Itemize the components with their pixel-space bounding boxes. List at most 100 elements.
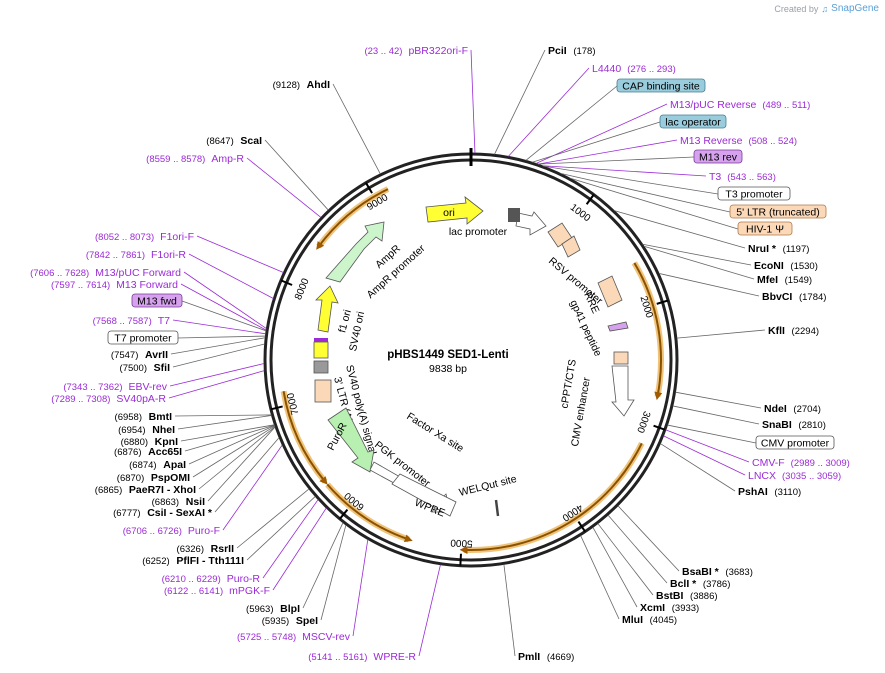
sv40-polya-feature[interactable] xyxy=(313,360,329,374)
feature-label[interactable]: BbvCI (1784) xyxy=(762,291,826,303)
feature-label[interactable]: (6880) KpnI xyxy=(121,436,179,448)
feature-label[interactable]: (7597 .. 7614)M13 Forward xyxy=(51,279,178,291)
wpre-feature[interactable] xyxy=(391,473,457,517)
feature-box[interactable] xyxy=(616,78,706,93)
tick-line xyxy=(365,182,373,194)
orf-arc[interactable] xyxy=(326,483,413,543)
feature-label[interactable]: (7842 .. 7861)F1ori-R xyxy=(86,249,187,261)
feature-box-label: CMV promoter xyxy=(761,438,830,450)
feature-label[interactable]: (7500) SfiI xyxy=(120,362,171,374)
feature-label[interactable]: EcoNI (1530) xyxy=(754,260,818,272)
plasmid-length: 9838 bp xyxy=(429,363,467,375)
feature-label[interactable]: M13/pUC Reverse(489 .. 511) xyxy=(670,99,810,111)
feature-label[interactable]: (5963) BlpI xyxy=(246,603,300,615)
feature-label[interactable]: NruI * (1197) xyxy=(748,243,809,255)
feature-label[interactable]: (7568 .. 7587)T7 xyxy=(93,315,171,327)
gp41-feature[interactable] xyxy=(607,321,629,332)
feature-label[interactable]: (6874) ApaI xyxy=(129,459,186,471)
feature-label[interactable]: PshAI (3110) xyxy=(738,486,801,498)
feature-label[interactable]: (5141 .. 5161)WPRE-R xyxy=(308,651,416,663)
feature-label[interactable]: (6870) PspOMI xyxy=(117,472,190,484)
feature-label[interactable]: SnaBI (2810) xyxy=(762,419,826,431)
hiv-psi-feature[interactable] xyxy=(561,235,581,258)
rre-feature[interactable] xyxy=(597,275,623,308)
feature-label[interactable]: MfeI (1549) xyxy=(757,274,812,286)
feature-box[interactable] xyxy=(131,293,183,308)
feature-box[interactable] xyxy=(755,435,835,450)
feature-label[interactable]: PmlI (4669) xyxy=(518,651,574,663)
tick-line xyxy=(339,508,349,520)
feature-box[interactable] xyxy=(729,204,827,219)
lac-promoter-feature[interactable] xyxy=(515,211,547,236)
leader-line xyxy=(580,535,620,620)
feature-label[interactable]: MluI (4045) xyxy=(622,614,677,626)
credit-brand: SnapGene xyxy=(831,3,879,14)
feature-label[interactable]: (8052 .. 8073)F1ori-F xyxy=(95,231,194,243)
feature-box[interactable] xyxy=(107,330,179,345)
ampr-feature[interactable] xyxy=(325,221,385,283)
feature-label[interactable]: NdeI (2704) xyxy=(764,403,821,415)
orf-arc[interactable] xyxy=(633,262,663,401)
tick-line xyxy=(459,553,462,566)
feature-box[interactable] xyxy=(693,149,743,164)
feature-label[interactable]: (6252) PflFI - Tth111I xyxy=(142,555,244,567)
feature-label[interactable]: (6777) CsiI - SexAI * xyxy=(113,507,213,519)
f1-ori-label: f1 ori xyxy=(336,308,354,334)
feature-label[interactable]: CMV-F(2989 .. 3009) xyxy=(752,457,850,469)
feature-label[interactable]: LNCX(3035 .. 3059) xyxy=(748,470,841,482)
leader-line xyxy=(569,177,739,230)
feature-label[interactable]: (5935) SpeI xyxy=(262,615,318,627)
credit-prefix: Created by xyxy=(774,3,819,14)
feature-label[interactable]: BsaBI * (3683) xyxy=(682,566,753,578)
feature-label[interactable]: BclI * (3786) xyxy=(670,578,730,590)
feature-label[interactable]: (23 .. 42)pBR322ori-F xyxy=(364,45,468,57)
feature-box[interactable] xyxy=(659,114,727,129)
orf-arc[interactable] xyxy=(282,391,328,485)
feature-label[interactable]: (8647) ScaI xyxy=(206,135,262,147)
feature-box-label: M13 rev xyxy=(699,152,738,164)
ori-label: ori xyxy=(443,207,455,219)
feature-label[interactable]: (6122 .. 6141)mPGK-F xyxy=(164,585,270,597)
feature-box-label: lac operator xyxy=(665,117,721,129)
feature-box[interactable] xyxy=(717,186,791,201)
feature-label[interactable]: XcmI (3933) xyxy=(640,602,699,614)
feature-box[interactable] xyxy=(737,221,793,236)
feature-label[interactable]: (6876) Acc65I xyxy=(114,446,182,458)
leader-line xyxy=(676,329,766,339)
feature-label[interactable]: (7289 .. 7308)SV40pA-R xyxy=(51,393,166,405)
feature-label[interactable]: T3(543 .. 563) xyxy=(709,171,776,183)
leader-line xyxy=(196,235,284,273)
f1-ori-feature[interactable] xyxy=(315,285,339,333)
feature-label[interactable]: M13 Reverse(508 .. 524) xyxy=(680,135,797,147)
feature-label[interactable]: (7343 .. 7362)EBV-rev xyxy=(63,381,167,393)
puror-feature[interactable] xyxy=(327,407,375,473)
feature-label[interactable]: (6863) NsiI xyxy=(152,496,205,508)
orf-arc[interactable] xyxy=(459,442,643,555)
cppt-feature[interactable] xyxy=(613,351,629,365)
feature-label[interactable]: (6326) RsrII xyxy=(177,543,235,555)
feature-label[interactable]: (7547) AvrII xyxy=(111,349,168,361)
sv40-ori-feature[interactable] xyxy=(313,341,329,359)
cmv-enhancer-feature[interactable] xyxy=(611,365,635,417)
feature-label[interactable]: PciI (178) xyxy=(548,45,596,57)
feature-box-label: HIV-1 Ψ xyxy=(746,224,784,236)
snapgene-logo-icon: ♫ xyxy=(821,3,829,14)
feature-label[interactable]: (5725 .. 5748)MSCV-rev xyxy=(237,631,351,643)
feature-label[interactable]: BstBI (3886) xyxy=(656,590,718,602)
feature-label[interactable]: (8559 .. 8578)Amp-R xyxy=(146,153,244,165)
feature-label[interactable]: (6210 .. 6229)Puro-R xyxy=(162,573,261,585)
feature-label[interactable]: (6954) NheI xyxy=(118,424,175,436)
feature-label[interactable]: KflI (2294) xyxy=(768,325,819,337)
ori-feature[interactable]: ori xyxy=(425,196,484,225)
ltr-3-feature[interactable] xyxy=(314,379,332,403)
feature-label[interactable]: (7606 .. 7628)M13/pUC Forward xyxy=(30,267,181,279)
orf-arc[interactable] xyxy=(316,188,389,250)
feature-label[interactable]: (6706 .. 6726)Puro-F xyxy=(123,525,220,537)
feature-label[interactable]: (6865) PaeR7I - XhoI xyxy=(95,484,196,496)
feature-label[interactable]: (6958) BmtI xyxy=(115,411,173,423)
tick-label: 6000 xyxy=(342,489,366,512)
feature-label[interactable]: L4440(276 .. 293) xyxy=(592,63,676,75)
leader-line xyxy=(642,243,752,266)
leader-line xyxy=(180,283,267,331)
feature-label[interactable]: (9128) AhdI xyxy=(273,79,331,91)
